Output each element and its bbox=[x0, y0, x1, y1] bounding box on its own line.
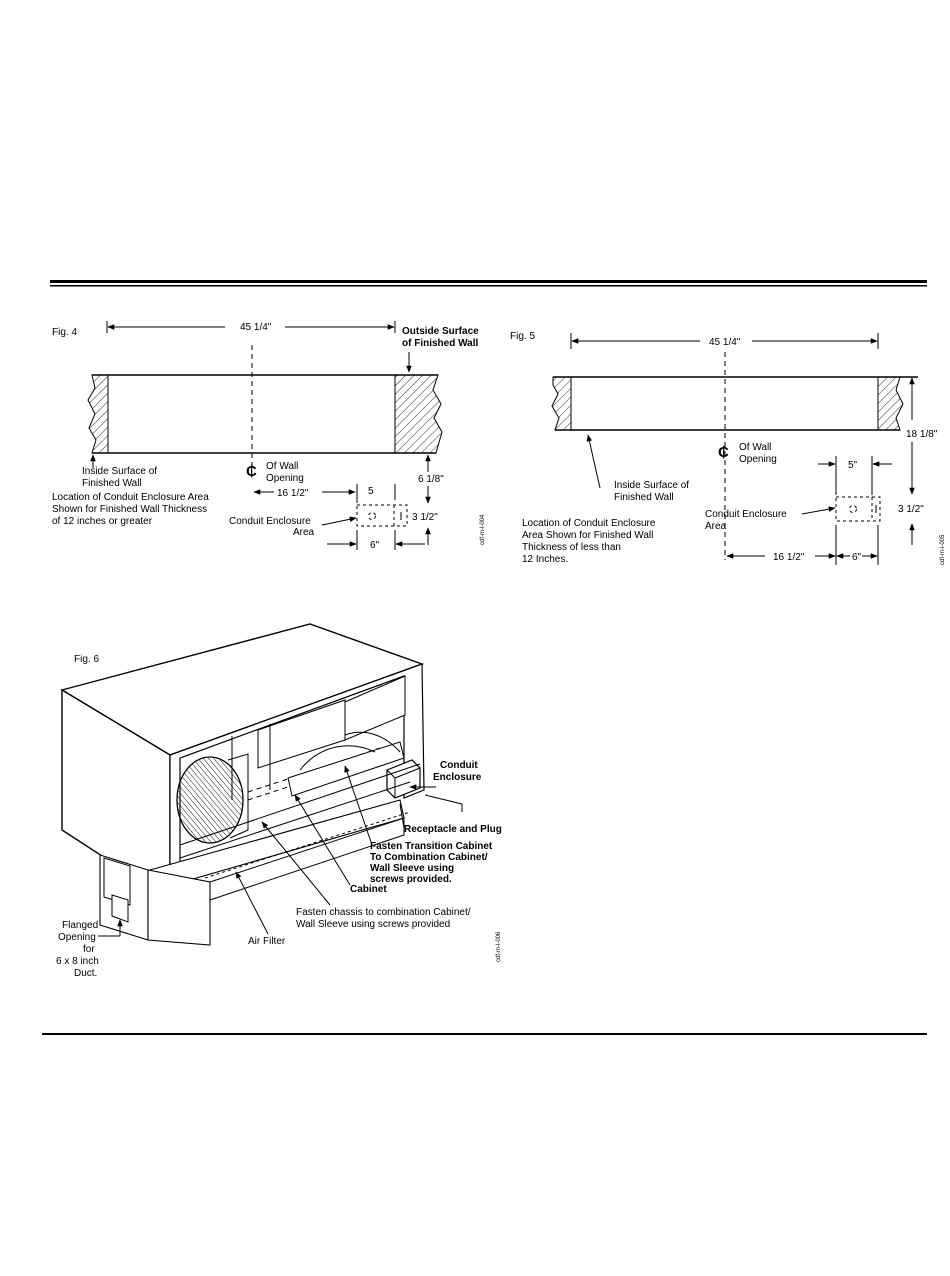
fig4-inside-surface-2: Finished Wall bbox=[82, 478, 142, 489]
fig6-fasten-transition-2: To Combination Cabinet/ bbox=[370, 852, 488, 863]
fig4-cl-symbol: ₵ bbox=[246, 463, 257, 480]
fig5-dim-5: 5" bbox=[848, 460, 858, 471]
fig6-diagram: Fig. 6 bbox=[56, 623, 502, 979]
fig5-conduit-box bbox=[835, 496, 881, 522]
fig6-fasten-transition-4: screws provided. bbox=[370, 874, 452, 885]
fig5-dim-18-1-8: 18 1/8" bbox=[906, 429, 938, 440]
fig4-outside-surface-2: of Finished Wall bbox=[402, 338, 479, 349]
fig5-diagram: Fig. 5 45 1/4" ₵ Of Wall Opening 18 1/8"… bbox=[510, 331, 946, 565]
fig6-label: Fig. 6 bbox=[74, 654, 99, 665]
fig4-width-dim: 45 1/4" bbox=[240, 322, 272, 333]
fig5-location-1: Location of Conduit Enclosure bbox=[522, 518, 656, 529]
fig4-location-1: Location of Conduit Enclosure Area bbox=[52, 492, 209, 503]
fig6-cabinet: Cabinet bbox=[350, 884, 387, 895]
fig6-code: cdf-m-l-006 bbox=[496, 931, 502, 962]
fig5-wall-opening-2: Opening bbox=[739, 454, 777, 465]
fig6-blower bbox=[176, 756, 244, 844]
fig4-conduit-2: Area bbox=[293, 527, 315, 538]
fig6-flanged-3: for bbox=[83, 944, 95, 955]
fig5-conduit-2: Area bbox=[705, 521, 727, 532]
fig5-conduit-1: Conduit Enclosure bbox=[705, 509, 787, 520]
fig4-dim-6: 6" bbox=[370, 540, 380, 551]
fig4-dim-5: 5 bbox=[368, 486, 374, 497]
fig6-flanged-2: Opening bbox=[58, 932, 96, 943]
fig4-inside-surface-1: Inside Surface of bbox=[82, 466, 157, 477]
fig4-location-2: Shown for Finished Wall Thickness bbox=[52, 504, 207, 515]
fig5-location-4: 12 Inches. bbox=[522, 554, 568, 565]
fig5-width-dim: 45 1/4" bbox=[709, 337, 741, 348]
fig4-location-3: of 12 inches or greater bbox=[52, 516, 153, 527]
fig5-inside-surface-1: Inside Surface of bbox=[614, 480, 689, 491]
fig5-cl-symbol: ₵ bbox=[718, 444, 729, 461]
fig4-dim-16-1-2: 16 1/2" bbox=[277, 488, 309, 499]
fig6-conduit-2: Enclosure bbox=[433, 772, 482, 783]
fig6-receptacle: Receptacle and Plug bbox=[404, 824, 502, 835]
fig4-conduit-1: Conduit Enclosure bbox=[229, 516, 311, 527]
fig6-fasten-chassis-2: Wall Sleeve using screws provided bbox=[296, 919, 450, 930]
fig6-fasten-transition-1: Fasten Transition Cabinet bbox=[370, 841, 493, 852]
fig6-conduit-1: Conduit bbox=[440, 760, 478, 771]
fig4-outside-surface-1: Outside Surface bbox=[402, 326, 479, 337]
fig5-dim-6: 6" bbox=[852, 552, 862, 563]
fig4-diagram: Fig. 4 45 1/4" Outside Surface of Finish… bbox=[52, 321, 486, 551]
fig5-code: cdf-m-l-005 bbox=[940, 534, 946, 565]
fig6-flanged-5: Duct. bbox=[74, 968, 97, 979]
fig5-wall-opening-1: Of Wall bbox=[739, 442, 771, 453]
fig4-dim-6-1-8: 6 1/8" bbox=[418, 474, 444, 485]
fig4-label: Fig. 4 bbox=[52, 327, 77, 338]
fig5-location-3: Thickness of less than bbox=[522, 542, 621, 553]
fig4-code: cdf-m-l-004 bbox=[480, 514, 486, 545]
fig6-air-filter: Air Filter bbox=[248, 936, 286, 947]
fig6-fasten-chassis-1: Fasten chassis to combination Cabinet/ bbox=[296, 907, 471, 918]
fig4-wall-opening-1: Of Wall bbox=[266, 461, 298, 472]
top-rule bbox=[50, 280, 927, 287]
fig5-dim-16-1-2: 16 1/2" bbox=[773, 552, 805, 563]
fig5-inside-surface-2: Finished Wall bbox=[614, 492, 674, 503]
fig6-flanged-4: 6 x 8 inch bbox=[56, 956, 99, 967]
fig4-conduit-box bbox=[356, 504, 408, 527]
fig4-dim-3-1-2: 3 1/2" bbox=[412, 512, 438, 523]
fig6-flanged-1: Flanged bbox=[62, 920, 98, 931]
fig5-label: Fig. 5 bbox=[510, 331, 535, 342]
bottom-rule bbox=[42, 1033, 927, 1035]
fig5-location-2: Area Shown for Finished Wall bbox=[522, 530, 653, 541]
fig5-dim-3-1-2: 3 1/2" bbox=[898, 504, 924, 515]
fig4-wall-opening-2: Opening bbox=[266, 473, 304, 484]
fig6-fasten-transition-3: Wall Sleeve using bbox=[370, 863, 454, 874]
